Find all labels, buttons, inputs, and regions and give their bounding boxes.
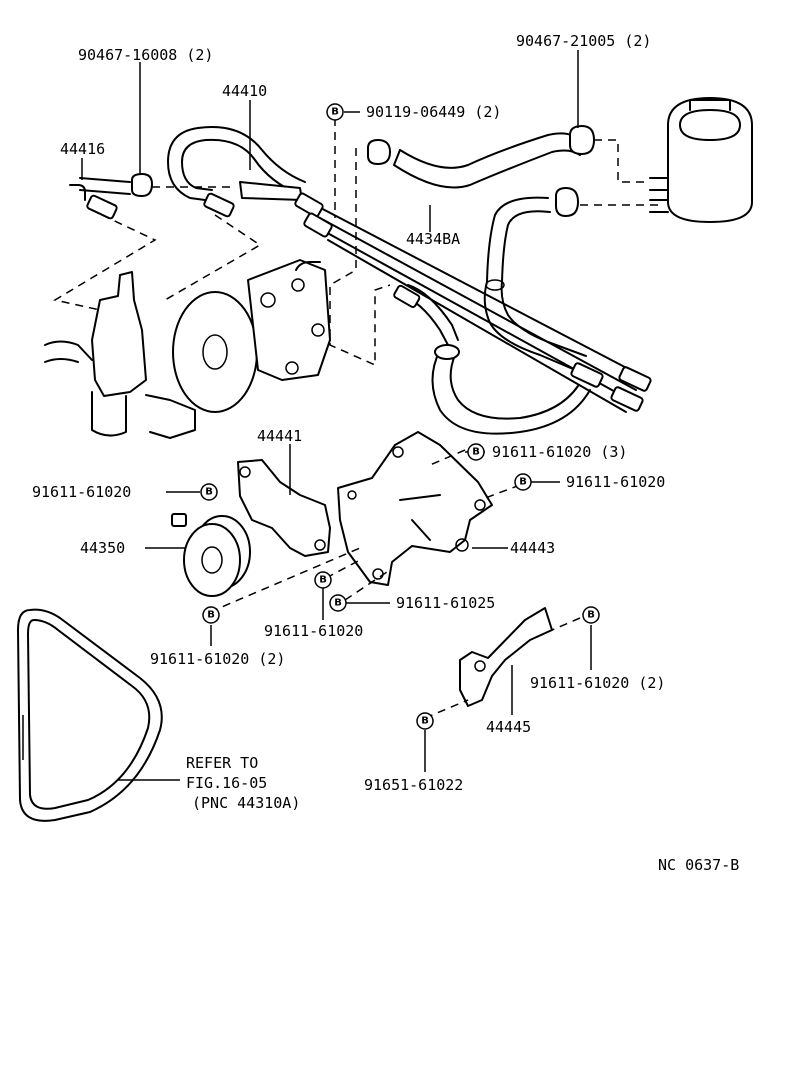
bolt-marker-91651-61022: B: [416, 712, 434, 730]
refer-note-line2: FIG.16-05: [186, 774, 267, 792]
label-4434ba: 4434BA: [406, 230, 460, 248]
drawing-code: NC 0637-B: [658, 856, 739, 874]
pipe-44416: [69, 177, 131, 201]
svg-text:B: B: [472, 447, 480, 458]
lower-hose-loop: [399, 284, 591, 435]
idler-pulley-44350: [171, 513, 251, 597]
label-44445: 44445: [486, 718, 531, 736]
bolt-marker-91611-61020-2-left: B: [202, 606, 220, 624]
dashed-guide-lines: [53, 118, 663, 719]
bolt-marker-91611-61020-2-right: B: [582, 606, 600, 624]
label-91611-61020-mid: 91611-61020: [264, 622, 363, 640]
bolt-marker-91611-61020-mid: B: [314, 571, 332, 589]
svg-text:B: B: [207, 610, 215, 621]
label-91611-61020-3: 91611-61020 (3): [492, 443, 627, 461]
svg-text:B: B: [331, 107, 339, 118]
bracket-44441: [237, 459, 331, 557]
label-91611-61020-2-right: 91611-61020 (2): [530, 674, 665, 692]
svg-text:B: B: [421, 716, 429, 727]
svg-text:B: B: [519, 477, 527, 488]
bolt-marker-91611-61020-3: B: [467, 443, 485, 461]
label-91611-61020-2-left: 91611-61020 (2): [150, 650, 285, 668]
v-belt: [17, 608, 163, 822]
return-hose-4434ba: [393, 132, 581, 189]
hose-fittings: [86, 192, 652, 412]
leader-lines: [81, 50, 592, 781]
label-44410: 44410: [222, 82, 267, 100]
label-44441: 44441: [257, 427, 302, 445]
svg-text:B: B: [319, 575, 327, 586]
label-91611-61020-right: 91611-61020: [566, 473, 665, 491]
reservoir-tank: [649, 97, 753, 223]
bolt-marker-90119: B: [326, 103, 344, 121]
bolt-marker-91611-61025: B: [329, 594, 347, 612]
svg-text:B: B: [587, 610, 595, 621]
bracket-44443: [337, 431, 493, 586]
steering-gear-box: [44, 271, 196, 439]
pressure-hose-44410: [167, 126, 641, 413]
label-44416: 44416: [60, 140, 105, 158]
svg-text:B: B: [205, 487, 213, 498]
label-91611-61025: 91611-61025: [396, 594, 495, 612]
label-90467-21005: 90467-21005 (2): [516, 32, 651, 50]
power-steering-pump: [172, 259, 331, 413]
svg-text:B: B: [334, 598, 342, 609]
bolt-marker-91611-61020-left: B: [200, 483, 218, 501]
label-44350: 44350: [80, 539, 125, 557]
label-91651-61022: 91651-61022: [364, 776, 463, 794]
label-90119-06449: 90119-06449 (2): [366, 103, 501, 121]
label-90467-16008: 90467-16008 (2): [78, 46, 213, 64]
bolt-marker-91611-61020-right: B: [514, 473, 532, 491]
bracket-44445: [459, 607, 553, 707]
label-44443: 44443: [510, 539, 555, 557]
hose-clamps: [131, 125, 595, 217]
suction-hose: [483, 196, 587, 373]
refer-note-line3: (PNC 44310A): [192, 794, 300, 812]
refer-note-line1: REFER TO: [186, 754, 258, 772]
label-91611-61020-left: 91611-61020: [32, 483, 131, 501]
